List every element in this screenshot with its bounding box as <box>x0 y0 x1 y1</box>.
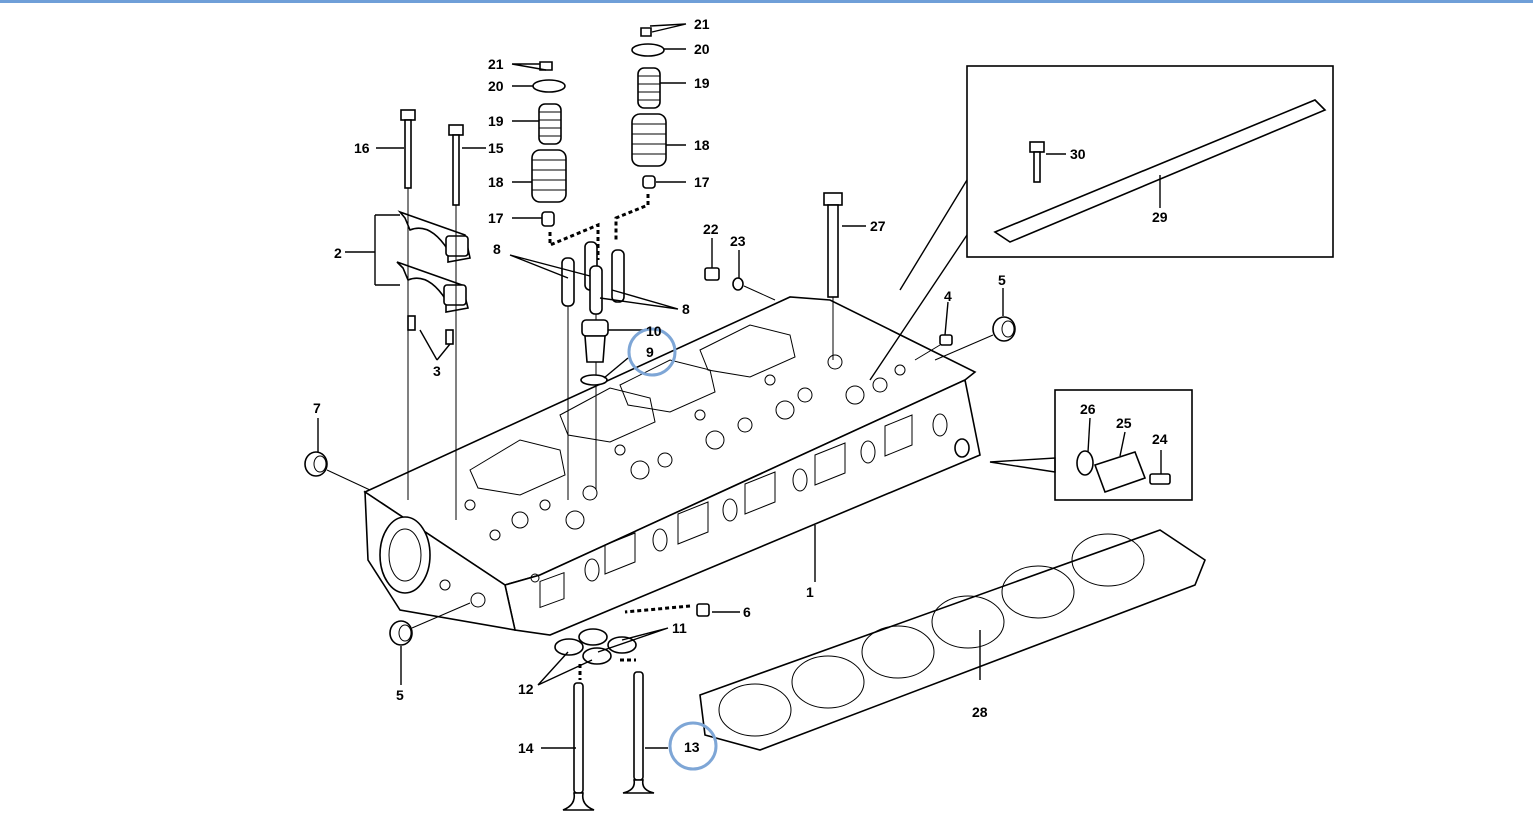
callout-14: 14 <box>518 740 534 756</box>
valve-spring-stack-left <box>531 61 600 260</box>
valve-14 <box>562 682 595 811</box>
callout-21-right: 21 <box>694 16 710 32</box>
inset-manifold-detail <box>869 65 1334 381</box>
callout-labels: 1 2 3 4 5 5 6 7 8 8 9 10 11 12 13 14 15 … <box>313 16 1168 756</box>
screw-4 <box>914 334 953 361</box>
callout-28: 28 <box>972 704 988 720</box>
callout-10: 10 <box>646 323 662 339</box>
callout-24: 24 <box>1152 431 1168 447</box>
callout-12: 12 <box>518 681 534 697</box>
leader-lines <box>317 23 1162 749</box>
callout-5-lower: 5 <box>396 687 404 703</box>
callout-1: 1 <box>806 584 814 600</box>
cylinder-head <box>363 296 981 636</box>
bolt-27 <box>823 192 843 360</box>
plug-5-upper <box>934 316 1016 361</box>
bolt-15 <box>448 124 464 520</box>
callout-3: 3 <box>433 363 441 379</box>
callout-20-left: 20 <box>488 78 504 94</box>
valve-13 <box>622 671 655 794</box>
head-gasket <box>699 529 1206 751</box>
screw-22 <box>704 267 720 281</box>
top-accent-bar <box>0 0 1533 3</box>
callout-26: 26 <box>1080 401 1096 417</box>
callout-7: 7 <box>313 400 321 416</box>
washer-23 <box>732 277 776 301</box>
inset-flange-detail <box>989 389 1193 501</box>
bridge-assembly <box>396 210 471 345</box>
callout-11: 11 <box>672 620 687 636</box>
bolt-16 <box>400 109 416 500</box>
callout-9: 9 <box>646 344 654 360</box>
valve-seals <box>554 628 637 680</box>
callout-13: 13 <box>684 739 700 755</box>
callout-19-left: 19 <box>488 113 504 129</box>
callout-21-left: 21 <box>488 56 504 72</box>
screw-6 <box>624 603 710 617</box>
plug-7 <box>304 451 371 491</box>
callout-30: 30 <box>1070 146 1086 162</box>
injector-sleeve <box>580 319 609 386</box>
callout-17-left: 17 <box>488 210 504 226</box>
callout-23: 23 <box>730 233 746 249</box>
callout-18-right: 18 <box>694 137 710 153</box>
callout-17-right: 17 <box>694 174 710 190</box>
callout-2: 2 <box>334 245 342 261</box>
callout-16: 16 <box>354 140 370 156</box>
callout-8-right: 8 <box>682 301 690 317</box>
callout-5-upper: 5 <box>998 272 1006 288</box>
callout-15: 15 <box>488 140 504 156</box>
callout-18-left: 18 <box>488 174 504 190</box>
callout-19-right: 19 <box>694 75 710 91</box>
highlight-circle-item-9 <box>627 327 677 377</box>
callout-4: 4 <box>944 288 952 304</box>
plug-5-lower <box>389 602 471 646</box>
callout-8-left: 8 <box>493 241 501 257</box>
callout-6: 6 <box>743 604 751 620</box>
callout-25: 25 <box>1116 415 1132 431</box>
highlight-circle-item-13 <box>668 721 718 771</box>
callout-27: 27 <box>870 218 886 234</box>
callout-29: 29 <box>1152 209 1168 225</box>
callout-22: 22 <box>703 221 719 237</box>
valve-spring-stack-right <box>614 27 667 240</box>
callout-20-right: 20 <box>694 41 710 57</box>
